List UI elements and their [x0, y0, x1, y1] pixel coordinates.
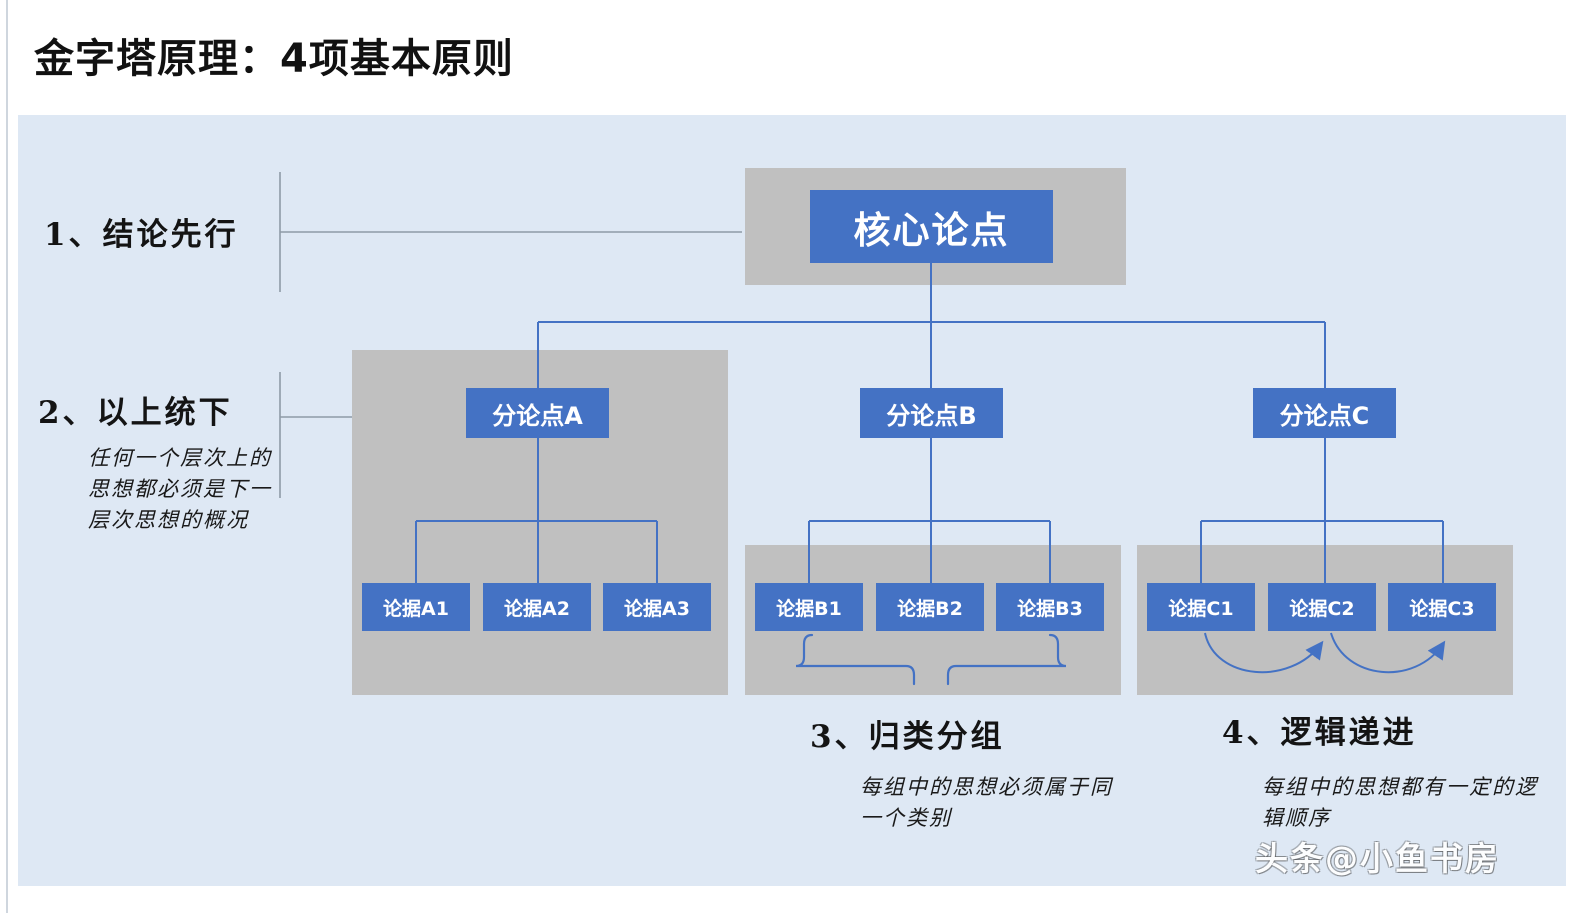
node-branch-b[interactable]: 分论点B	[860, 388, 1003, 438]
principle-3-description: 每组中的思想必须属于同一个类别	[860, 775, 1113, 831]
node-leaf-a1[interactable]: 论据A1	[362, 583, 470, 631]
node-branch-a[interactable]: 分论点A	[466, 388, 609, 438]
node-leaf-a2[interactable]: 论据A2	[483, 583, 591, 631]
node-branch-c[interactable]: 分论点C	[1253, 388, 1396, 438]
node-leaf-b1[interactable]: 论据B1	[755, 583, 863, 631]
node-leaf-c2[interactable]: 论据C2	[1268, 583, 1376, 631]
principle-1-heading: 1、结论先行	[44, 217, 239, 253]
principle-3-heading: 3、归类分组	[810, 719, 1005, 755]
watermark: 头条@小鱼书房	[1255, 839, 1500, 878]
node-leaf-a3[interactable]: 论据A3	[603, 583, 711, 631]
node-leaf-b2[interactable]: 论据B2	[876, 583, 984, 631]
slide-left-edge-rule	[6, 0, 8, 913]
principle-4-description: 每组中的思想都有一定的逻辑顺序	[1262, 775, 1538, 831]
page-title: 金字塔原理：4项基本原则	[34, 36, 514, 82]
principle-2-description: 任何一个层次上的思想都必须是下一层次思想的概况	[88, 446, 272, 533]
node-leaf-c1[interactable]: 论据C1	[1147, 583, 1255, 631]
node-leaf-c3[interactable]: 论据C3	[1388, 583, 1496, 631]
node-leaf-b3[interactable]: 论据B3	[996, 583, 1104, 631]
principle-2-heading: 2、以上统下	[38, 395, 233, 431]
principle-4-heading: 4、逻辑递进	[1222, 715, 1417, 751]
node-core[interactable]: 核心论点	[810, 190, 1053, 263]
